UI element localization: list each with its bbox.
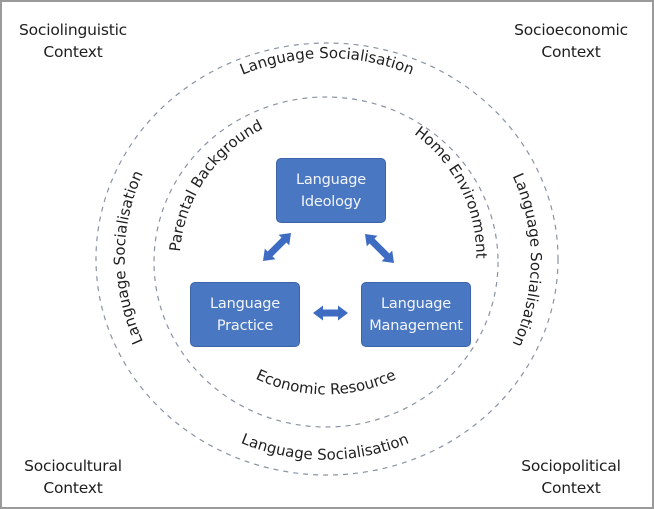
node-label-line: Language	[381, 295, 451, 312]
inner-ring	[153, 96, 499, 428]
language-practice-node: Language Practice	[190, 282, 300, 347]
outer-ring-label-top: Language Socialisation	[237, 44, 417, 79]
language-ideology-node: Language Ideology	[276, 158, 386, 223]
sociolinguistic-context-label: Sociolinguistic Context	[2, 19, 148, 63]
outer-ring-label-right: Language Socialisation	[509, 170, 545, 349]
home-environment-label: Home Environment	[411, 123, 490, 259]
sociocultural-context-label: Sociocultural Context	[2, 455, 148, 499]
context-subtitle: Context	[43, 479, 103, 497]
double-arrow-icon	[313, 305, 348, 321]
parental-background-label: Parental Background	[166, 116, 265, 252]
context-subtitle: Context	[541, 43, 601, 61]
context-title: Socioeconomic	[514, 21, 628, 39]
outer-ring-label-bottom: Language Socialisation	[239, 430, 411, 464]
context-title: Sociocultural	[24, 457, 122, 475]
socioeconomic-context-label: Socioeconomic Context	[496, 19, 646, 63]
context-title: Sociopolitical	[521, 457, 621, 475]
double-arrow-icon	[365, 234, 394, 263]
node-label-line: Ideology	[300, 193, 362, 210]
outer-ring	[95, 42, 559, 476]
double-arrow-icon	[263, 233, 291, 261]
outer-ring-label-left: Language Socialisation	[111, 168, 147, 347]
node-label-line: Language	[296, 171, 366, 188]
node-label-line: Practice	[216, 317, 274, 334]
arrows	[263, 233, 394, 321]
node-label-line: Language	[210, 295, 280, 312]
sociopolitical-context-label: Sociopolitical Context	[496, 455, 646, 499]
node-label-line: Management	[369, 317, 463, 334]
language-management-node: Language Management	[361, 282, 471, 347]
context-subtitle: Context	[541, 479, 601, 497]
context-subtitle: Context	[43, 43, 103, 61]
economic-resource-label: Economic Resource	[254, 366, 399, 399]
context-title: Sociolinguistic	[18, 21, 128, 39]
